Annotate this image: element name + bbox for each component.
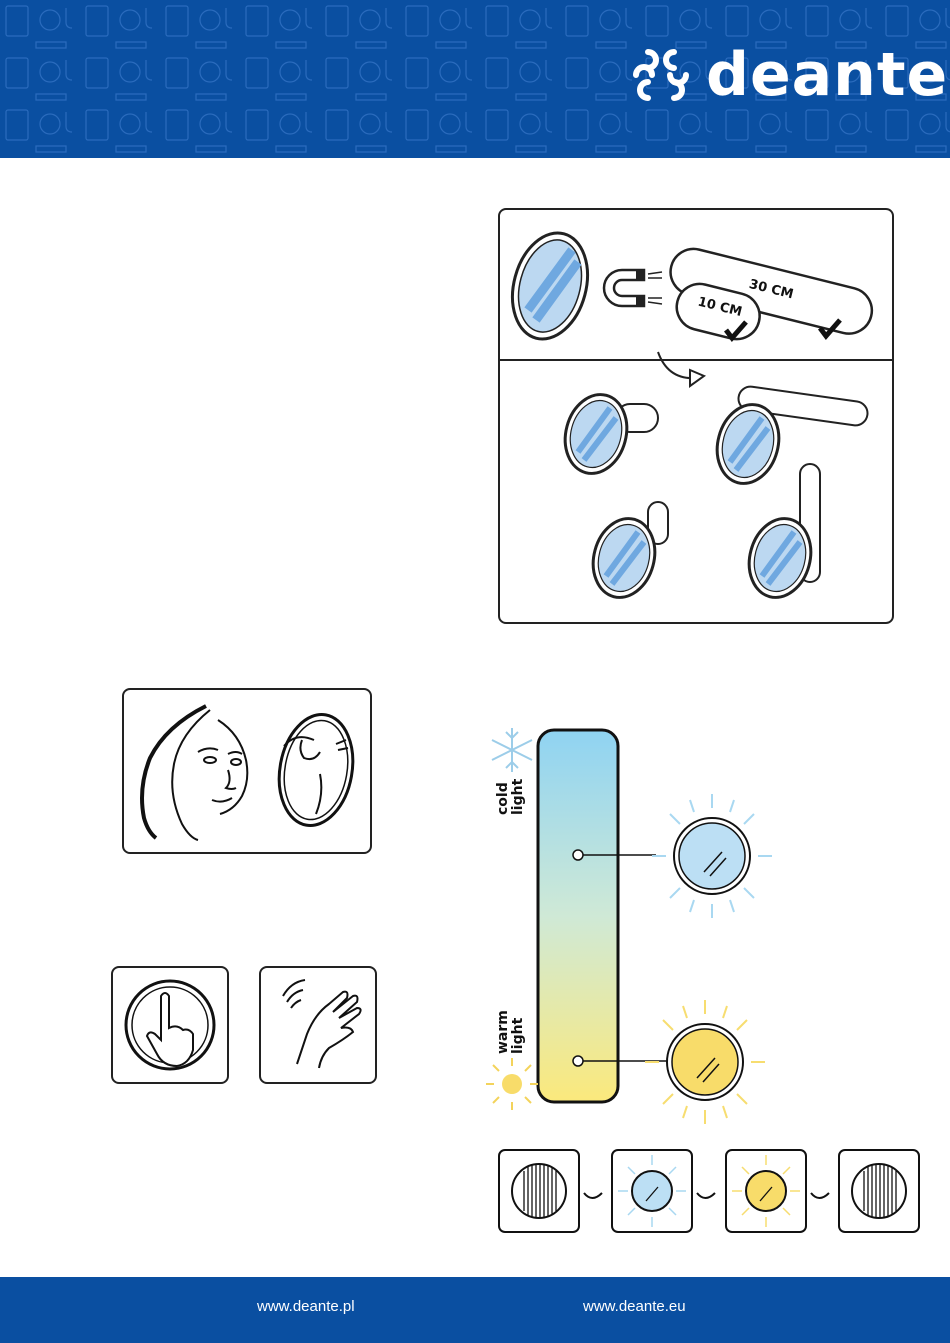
- mounting-panel: 30 CM 10 CM: [498, 208, 894, 624]
- warm-mirror-icon: [645, 1000, 765, 1124]
- sequence-off-state: [499, 1150, 579, 1232]
- mount-option: [709, 385, 869, 490]
- deante-logo: deante: [628, 40, 948, 110]
- header-banner: deante: [0, 0, 950, 158]
- warm-light-label: warm light: [496, 1010, 526, 1054]
- arrow-icon: [584, 1193, 602, 1198]
- color-temperature-bar: [538, 730, 618, 1102]
- mirror-icon: [271, 709, 361, 832]
- mounting-illustration: 30 CM 10 CM: [500, 210, 892, 622]
- footer-bar: www.deante.pl www.deante.eu: [0, 1277, 950, 1343]
- touch-control-panel: [111, 966, 229, 1084]
- brand-name: deante: [706, 40, 948, 110]
- arrow-icon: [811, 1193, 829, 1198]
- sequence-warm-state: [726, 1150, 806, 1232]
- face-icon: [142, 706, 247, 840]
- magnet-icon: [604, 270, 662, 306]
- cold-light-label: cold light: [496, 779, 526, 815]
- mount-option: [741, 464, 820, 604]
- touch-icon: [113, 968, 227, 1082]
- magnification-panel: [122, 688, 372, 854]
- footer-link-eu[interactable]: www.deante.eu: [583, 1298, 686, 1315]
- wave-gesture-icon: [261, 968, 375, 1082]
- face-mirror-illustration: [124, 690, 370, 852]
- deante-logo-icon: [628, 42, 694, 108]
- sequence-cold-state: [612, 1150, 692, 1232]
- mirror-icon: [501, 225, 598, 348]
- light-temperature-diagram: [486, 722, 786, 1132]
- light-mode-sequence: [498, 1149, 922, 1235]
- snowflake-icon: [492, 728, 532, 772]
- gesture-control-panel: [259, 966, 377, 1084]
- mount-option: [557, 388, 658, 481]
- sun-icon: [486, 1058, 538, 1110]
- cold-mirror-icon: [652, 794, 772, 918]
- sequence-off-state: [839, 1150, 919, 1232]
- footer-link-pl[interactable]: www.deante.pl: [257, 1298, 355, 1315]
- mount-option: [585, 502, 668, 604]
- arrow-icon: [697, 1193, 715, 1198]
